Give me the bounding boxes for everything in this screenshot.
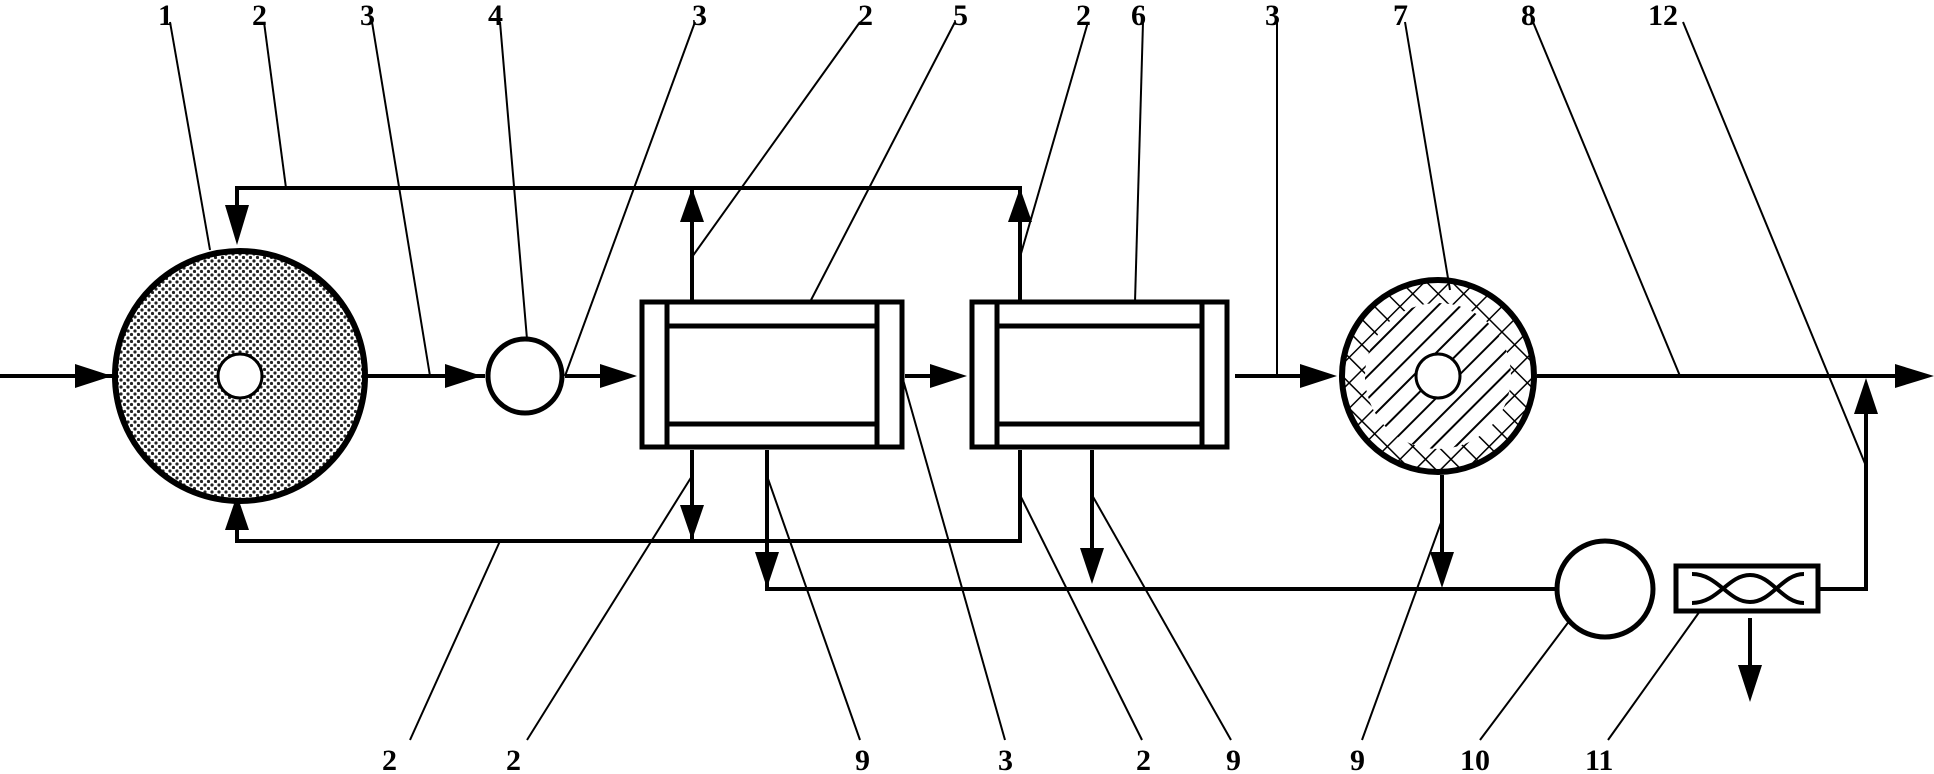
label-top-4: 4 bbox=[488, 0, 503, 32]
label-top-10: 3 bbox=[1265, 0, 1280, 32]
top-recycle-arrowheads bbox=[225, 188, 1032, 245]
label-top-9: 6 bbox=[1131, 0, 1146, 32]
vessel-7 bbox=[1339, 277, 1537, 475]
label-bottom-5: 2 bbox=[1136, 744, 1151, 774]
effluent-line bbox=[765, 405, 1868, 670]
label-top-13: 12 bbox=[1648, 0, 1678, 32]
label-bottom-6: 9 bbox=[1226, 744, 1241, 774]
label-top-2: 2 bbox=[252, 0, 267, 32]
label-bottom-4: 3 bbox=[998, 744, 1013, 774]
label-bottom-2: 2 bbox=[506, 744, 521, 774]
bottom-recycle-line bbox=[235, 450, 1022, 543]
label-top-8: 2 bbox=[1076, 0, 1091, 32]
label-bottom-3: 9 bbox=[855, 744, 870, 774]
vessel-1 bbox=[112, 248, 368, 504]
label-bottom-7: 9 bbox=[1350, 744, 1365, 774]
label-bottom-1: 2 bbox=[382, 744, 397, 774]
label-top-12: 8 bbox=[1521, 0, 1536, 32]
label-top-3: 3 bbox=[360, 0, 375, 32]
label-top-7: 5 bbox=[953, 0, 968, 32]
top-labels: 1 2 3 4 3 2 5 2 6 3 7 8 12 bbox=[158, 0, 1678, 32]
label-top-6: 2 bbox=[858, 0, 873, 32]
label-top-11: 7 bbox=[1393, 0, 1408, 32]
pump-4 bbox=[485, 336, 565, 416]
pump-10 bbox=[1554, 538, 1656, 640]
mixer-11 bbox=[1673, 563, 1821, 614]
main-flow-arrowheads bbox=[75, 364, 1934, 388]
leader-lines bbox=[169, 21, 1867, 741]
label-top-5: 3 bbox=[692, 0, 707, 32]
label-bottom-8: 10 bbox=[1460, 744, 1490, 774]
bottom-labels: 2 2 9 3 2 9 9 10 11 bbox=[382, 744, 1613, 774]
module-6 bbox=[969, 299, 1230, 450]
label-top-1: 1 bbox=[158, 0, 173, 32]
bottom-recycle-arrowheads bbox=[225, 495, 704, 540]
label-bottom-9: 11 bbox=[1585, 744, 1613, 774]
effluent-arrowheads bbox=[755, 378, 1878, 702]
module-5 bbox=[639, 299, 905, 450]
